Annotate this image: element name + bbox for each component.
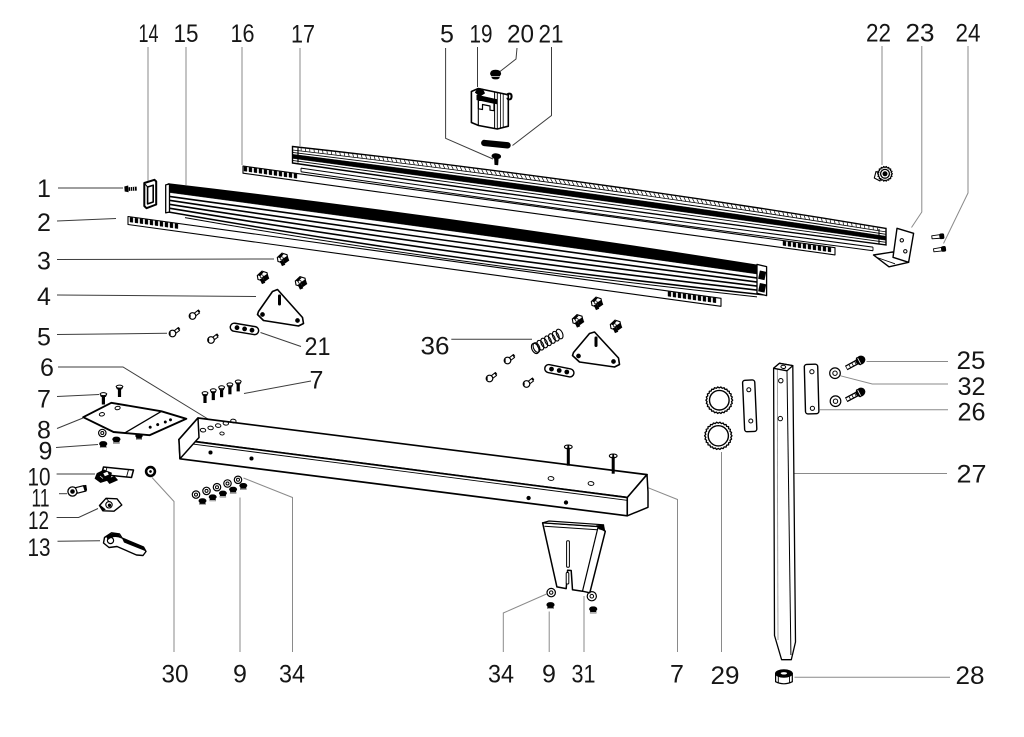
svg-text:10: 10 [28, 464, 51, 492]
svg-text:3: 3 [37, 248, 51, 276]
svg-text:24: 24 [956, 20, 981, 48]
svg-text:9: 9 [39, 438, 53, 466]
svg-text:7: 7 [670, 661, 684, 689]
svg-text:36: 36 [421, 333, 450, 361]
svg-text:29: 29 [711, 662, 740, 690]
svg-text:20: 20 [507, 21, 534, 49]
svg-text:25: 25 [957, 347, 986, 375]
svg-text:2: 2 [37, 209, 51, 237]
svg-text:21: 21 [305, 333, 331, 361]
svg-text:7: 7 [310, 367, 324, 395]
svg-text:9: 9 [542, 661, 556, 689]
svg-text:34: 34 [279, 661, 305, 689]
svg-text:14: 14 [139, 20, 159, 48]
svg-text:16: 16 [231, 20, 255, 48]
svg-text:6: 6 [40, 354, 54, 382]
svg-text:34: 34 [488, 661, 514, 689]
svg-text:22: 22 [866, 20, 891, 48]
svg-text:30: 30 [162, 661, 189, 689]
svg-text:17: 17 [291, 21, 315, 49]
svg-text:9: 9 [233, 661, 247, 689]
svg-text:19: 19 [470, 21, 493, 49]
svg-text:12: 12 [28, 507, 49, 535]
svg-text:27: 27 [957, 461, 987, 489]
svg-text:11: 11 [32, 485, 50, 513]
svg-text:4: 4 [37, 283, 51, 311]
svg-text:5: 5 [37, 324, 51, 352]
svg-text:28: 28 [956, 662, 985, 690]
svg-text:7: 7 [37, 386, 51, 414]
svg-text:13: 13 [28, 534, 51, 562]
svg-text:21: 21 [539, 21, 564, 49]
svg-text:23: 23 [906, 20, 935, 48]
svg-text:1: 1 [37, 175, 51, 203]
svg-text:15: 15 [174, 20, 199, 48]
svg-text:32: 32 [958, 373, 986, 401]
svg-text:31: 31 [572, 661, 596, 689]
svg-text:26: 26 [958, 399, 986, 427]
svg-text:5: 5 [440, 21, 454, 49]
svg-text:8: 8 [37, 417, 51, 445]
